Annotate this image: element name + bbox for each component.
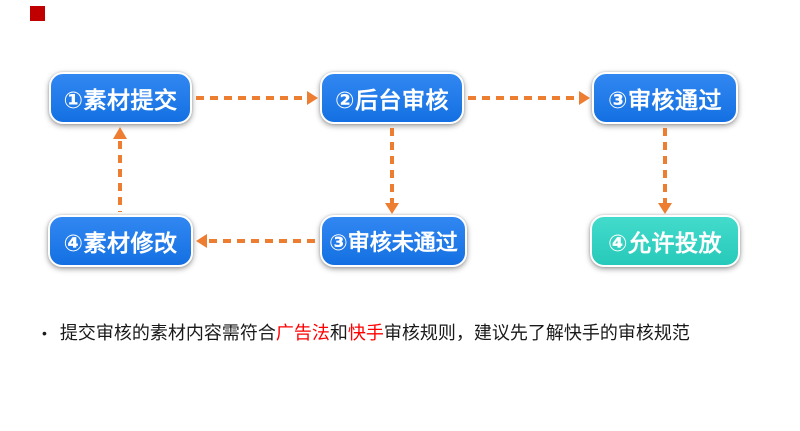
bullet-icon: • bbox=[42, 325, 47, 341]
review-rule-note: • 提交审核的素材内容需符合广告法和快手审核规则，建议先了解快手的审核规范 bbox=[42, 322, 690, 345]
flow-node-label: ③审核通过 bbox=[608, 87, 722, 113]
note-text: 提交审核的素材内容需符合广告法和快手审核规则，建议先了解快手的审核规范 bbox=[60, 322, 690, 345]
flow-node-label: ④允许投放 bbox=[608, 230, 722, 256]
flow-node-label: ①素材提交 bbox=[63, 87, 178, 113]
flow-node-review-passed: ③审核通过 bbox=[592, 72, 738, 124]
arrowhead-right-icon bbox=[579, 91, 590, 105]
arrow-review-to-passed-line bbox=[468, 96, 580, 100]
arrow-passed-to-delivery-line bbox=[663, 128, 667, 204]
flow-node-label: ③审核未通过 bbox=[329, 230, 458, 255]
arrowhead-down-icon bbox=[385, 203, 399, 214]
flow-node-material-revise: ④素材修改 bbox=[48, 215, 193, 267]
arrow-failed-to-revise-line bbox=[209, 239, 317, 243]
flow-node-label: ②后台审核 bbox=[335, 87, 449, 113]
arrow-submit-to-review-line bbox=[196, 96, 308, 100]
flow-node-label: ④素材修改 bbox=[63, 230, 178, 256]
arrowhead-right-icon bbox=[307, 91, 318, 105]
arrow-review-to-failed-line bbox=[390, 128, 394, 204]
note-segment: 和 bbox=[329, 323, 348, 343]
note-segment: 提交审核的素材内容需符合 bbox=[59, 323, 276, 343]
flow-node-material-submit: ①素材提交 bbox=[49, 72, 192, 124]
arrowhead-left-icon bbox=[196, 234, 207, 248]
note-highlight-kuaishou: 快手 bbox=[347, 323, 384, 343]
arrowhead-down-icon bbox=[658, 203, 672, 214]
red-square-marker bbox=[30, 6, 45, 21]
arrowhead-up-icon bbox=[113, 127, 127, 139]
flow-node-backend-review: ②后台审核 bbox=[320, 72, 464, 124]
arrow-revise-to-submit-line bbox=[118, 141, 122, 212]
note-segment: 审核规则，建议先了解快手的审核规范 bbox=[383, 323, 690, 343]
flow-node-review-failed: ③审核未通过 bbox=[320, 215, 467, 267]
note-highlight-ad-law: 广告法 bbox=[275, 323, 330, 343]
flow-node-delivery-allowed: ④允许投放 bbox=[590, 215, 740, 267]
